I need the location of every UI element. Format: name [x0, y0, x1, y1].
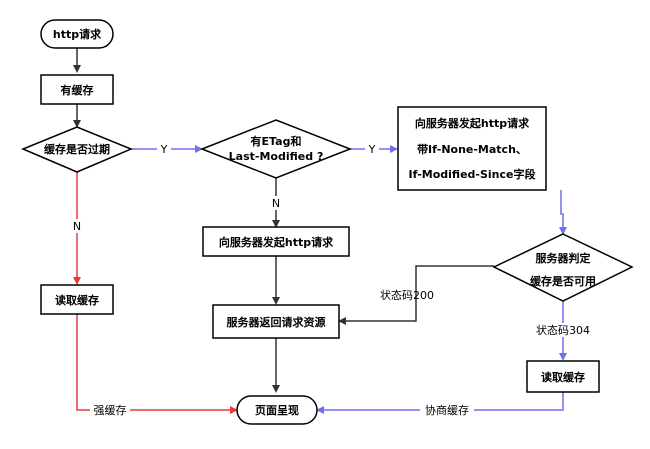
- node-cache-expired-label: 缓存是否过期: [44, 142, 110, 156]
- node-send-request-label: 向服务器发起http请求: [219, 235, 334, 249]
- edge-sendcond-to-judge: [559, 190, 567, 235]
- node-has-etag: [199, 119, 353, 179]
- node-cache-expired: [21, 126, 133, 173]
- label-y2: Y: [368, 143, 376, 156]
- edge-judge-to-return: [338, 265, 494, 325]
- node-send-conditional-request: [397, 106, 547, 191]
- label-y1: Y: [160, 143, 168, 156]
- label-n1: N: [73, 220, 81, 233]
- node-server-judge-line1: 服务器判定: [536, 251, 591, 265]
- node-send-request: [202, 226, 350, 257]
- node-page-render-label: 页面呈现: [255, 404, 299, 417]
- label-status304: 状态码304: [536, 323, 590, 337]
- node-has-cache: [40, 74, 114, 105]
- node-read-cache-right-label: 读取缓存: [541, 370, 585, 384]
- edge-labels: Y Y N N 状态码200 状态码304 强缓存 协商缓存: [70, 142, 596, 417]
- node-http-request: [40, 19, 114, 49]
- node-page-render: [236, 395, 318, 425]
- node-read-cache-left-label: 读取缓存: [55, 293, 99, 307]
- label-strong-cache: 强缓存: [94, 403, 127, 417]
- node-server-judge-line2: 缓存是否可用: [530, 274, 596, 288]
- label-n2: N: [272, 197, 280, 210]
- edge-readleft-to-render: [76, 314, 238, 414]
- node-server-judge: [492, 233, 634, 302]
- node-server-return-label: 服务器返回请求资源: [227, 315, 326, 329]
- node-read-cache-left: [40, 284, 114, 315]
- nodes: http请求 有缓存 缓存是否过期 有ETag和 Last-Modified ?…: [21, 19, 634, 425]
- edge-readright-to-render: [316, 392, 564, 414]
- node-has-cache-label: 有缓存: [61, 83, 94, 97]
- node-has-etag-line2: Last-Modified ?: [229, 150, 324, 163]
- node-send-conditional-line2: 带If-None-Match、: [417, 142, 527, 156]
- node-send-conditional-line1: 向服务器发起http请求: [415, 116, 530, 130]
- node-has-etag-line1: 有ETag和: [251, 134, 302, 148]
- label-status200: 状态码200: [380, 288, 434, 302]
- node-read-cache-right: [526, 360, 600, 393]
- node-send-conditional-line3: If-Modified-Since字段: [409, 167, 536, 181]
- label-negotiate-cache: 协商缓存: [425, 403, 469, 417]
- node-server-return: [212, 304, 340, 339]
- node-http-request-label: http请求: [53, 27, 102, 41]
